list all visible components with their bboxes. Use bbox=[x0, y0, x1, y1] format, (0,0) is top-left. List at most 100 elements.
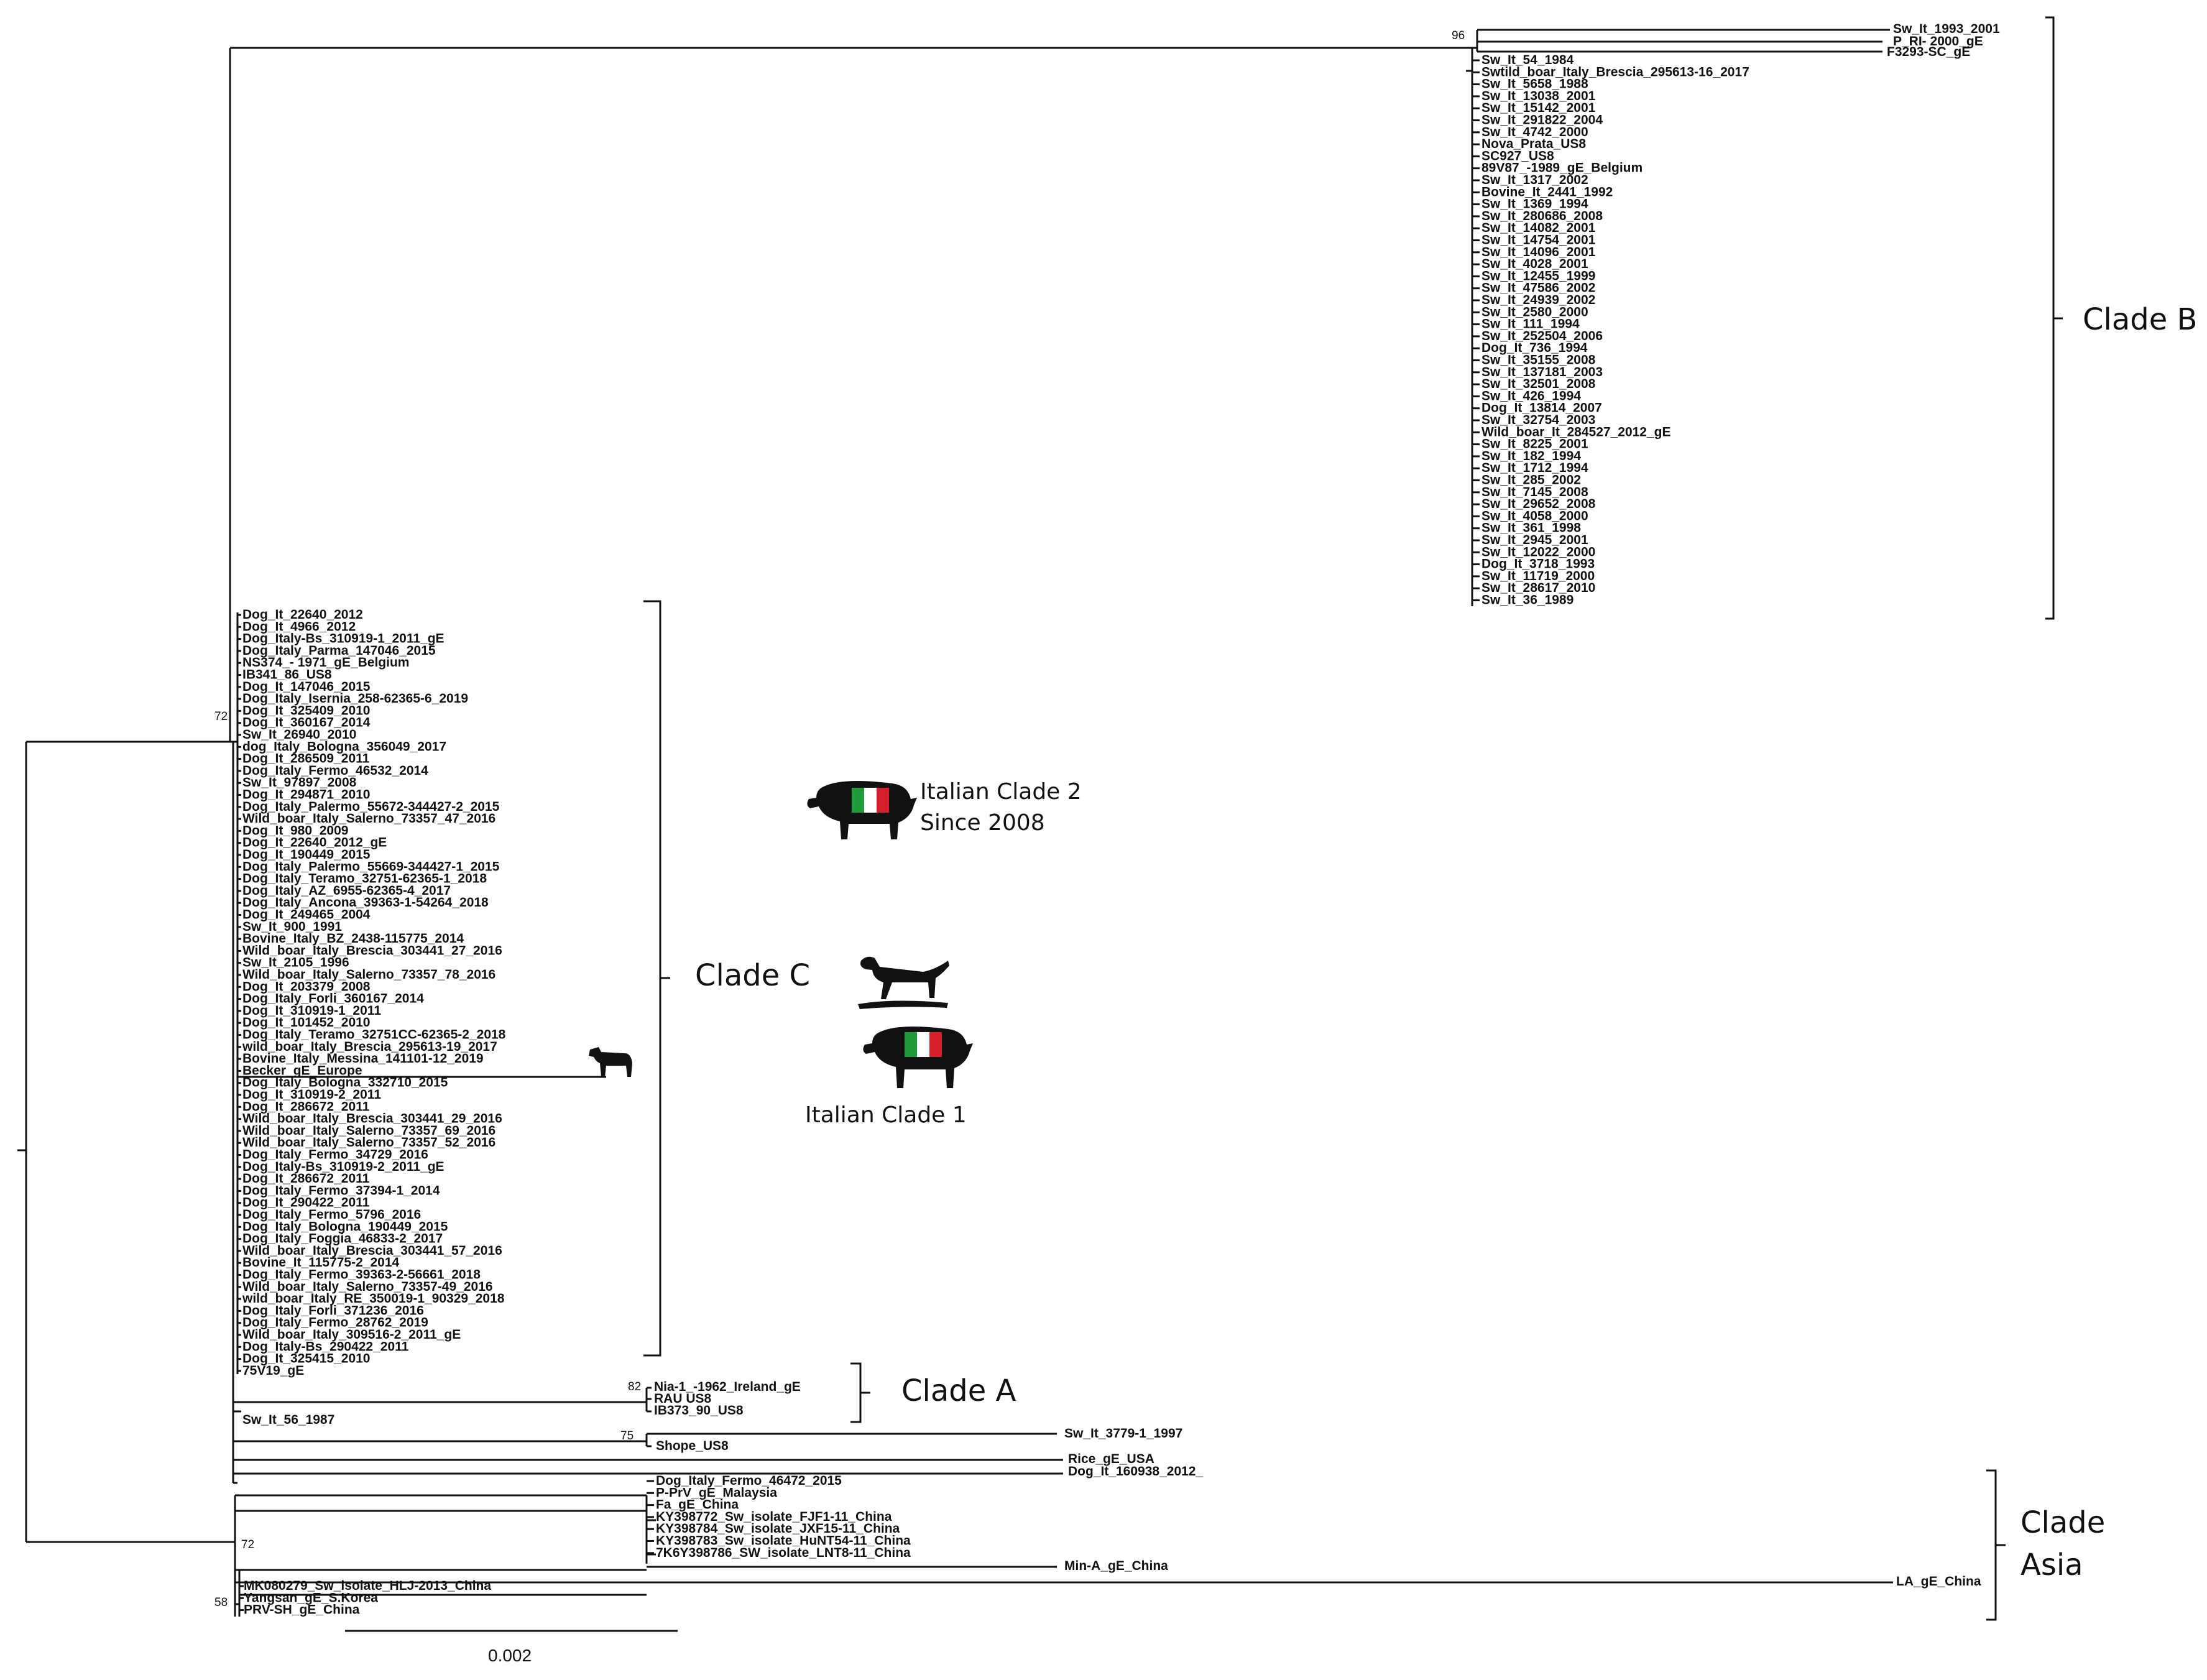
leaf-label: wild_boar_Italy_Brescia_295613-19_2017 bbox=[242, 1040, 497, 1054]
leaf-label: MK080279_Sw_isolate_HLJ-2013_China bbox=[244, 1579, 491, 1593]
leaf-label: Sw_It_7145_2008 bbox=[1481, 485, 1588, 499]
leaf-label: Sw_It_35155_2008 bbox=[1481, 353, 1596, 367]
leaf-label: Sw_It_1369_1994 bbox=[1481, 197, 1588, 211]
leaf-label: Dog_Italy_Forli_360167_2014 bbox=[242, 992, 424, 1006]
leaf-label: Sw_It_111_1994 bbox=[1481, 317, 1580, 331]
leaf-label: Dog_It_310919-2_2011 bbox=[242, 1087, 381, 1102]
leaf-label: 89V87_-1989_gE_Belgium bbox=[1481, 161, 1643, 175]
leaf-label: Dog_It_286672_2011 bbox=[242, 1171, 370, 1186]
leaf-label: LA_gE_China bbox=[1896, 1574, 1981, 1589]
leaf-label: Sw_It_26940_2010 bbox=[242, 727, 356, 742]
leaf-label: Sw_It_4028_2001 bbox=[1481, 257, 1588, 271]
leaf-label: Sw_It_280686_2008 bbox=[1481, 209, 1603, 223]
leaf-label: 7K6Y398786_SW_isolate_LNT8-11_China bbox=[656, 1546, 911, 1560]
leaf-label: Sw_It_5658_1988 bbox=[1481, 77, 1588, 91]
clade-a-label: Clade A bbox=[901, 1373, 1016, 1408]
leaf-label: Dog_It_290422_2011 bbox=[242, 1196, 370, 1210]
italian-flag-icon bbox=[905, 1032, 942, 1057]
leaf-label: Dog_It_160938_2012_ bbox=[1068, 1464, 1203, 1479]
pig-silhouette-icon bbox=[807, 781, 917, 839]
leaf-label: F3293-SC_gE bbox=[1887, 45, 1970, 59]
leaf-label: Sw_It_2105_1996 bbox=[242, 956, 349, 970]
leaf-label: Dog_It_286509_2011 bbox=[242, 752, 370, 766]
italian-clade-2-since: Since 2008 bbox=[920, 810, 1045, 836]
bootstrap-top: 96 bbox=[1452, 29, 1465, 42]
leaf-label: Sw_It_14096_2001 bbox=[1481, 245, 1596, 259]
leaf-label: Sw_It_2580_2000 bbox=[1481, 305, 1588, 319]
leaf-label: wild_boar_Italy_RE_350019-1_90329_2018 bbox=[242, 1291, 505, 1306]
leaf-label: Sw_It_15142_2001 bbox=[1481, 101, 1596, 115]
clade-c-label: Clade C bbox=[695, 958, 810, 993]
leaf-label: Sw_It_426_1994 bbox=[1481, 389, 1581, 403]
leaf-label: Sw_It_54_1984 bbox=[1481, 53, 1574, 67]
leaf-label: Sw_It_4058_2000 bbox=[1481, 509, 1588, 523]
leaf-label: Dog_Italy_Fermo_34729_2016 bbox=[242, 1148, 428, 1162]
leaf-label: Sw_It_1993_2001 bbox=[1893, 22, 2000, 36]
leaf-label: Dog_It_3718_1993 bbox=[1481, 557, 1595, 571]
leaf-label: Wild_boar_Italy_309516-2_2011_gE bbox=[242, 1327, 461, 1342]
leaf-label: Dog_It_22640_2012 bbox=[242, 607, 363, 622]
cow-silhouette-icon bbox=[589, 1047, 632, 1077]
leaf-label: Sw_It_3779-1_1997 bbox=[1064, 1426, 1182, 1441]
leaf-label: NS374_- 1971_gE_Belgium bbox=[242, 655, 409, 670]
leaf-label: Sw_It_137181_2003 bbox=[1481, 365, 1603, 379]
leaf-label: Dog_It_294871_2010 bbox=[242, 788, 370, 802]
leaf-label: Wild_boar_Italy_Salerno_73357_47_2016 bbox=[242, 811, 495, 826]
leaf-label: Dog_Italy_Teramo_32751-62365-1_2018 bbox=[242, 872, 487, 886]
leaf-label: Sw_It_11719_2000 bbox=[1481, 569, 1595, 583]
leaf-label: Sw_It_8225_2001 bbox=[1481, 437, 1588, 451]
leaf-label: Becker_gE_Europe bbox=[242, 1063, 362, 1078]
leaf-label: Dog_Italy_Fermo_37394-1_2014 bbox=[242, 1183, 440, 1198]
leaf-label: Dog_It_736_1994 bbox=[1481, 341, 1588, 355]
leaf-label: Dog_Italy_Forli_371236_2016 bbox=[242, 1303, 424, 1318]
leaf-label: Sw_It_32501_2008 bbox=[1481, 377, 1596, 391]
leaf-label: Dog_It_190449_2015 bbox=[242, 847, 371, 862]
leaf-label: Dog_It_360167_2014 bbox=[242, 716, 371, 730]
leaf-label: Yangsan_gE_S.Korea bbox=[244, 1590, 378, 1605]
leaf-label: Dog_It_101452_2010 bbox=[242, 1015, 370, 1030]
leaf-label: Dog_Italy_Fermo_28762_2019 bbox=[242, 1316, 428, 1330]
leaf-label: Sw_It_361_1998 bbox=[1481, 521, 1581, 535]
leaf-label: Dog_It_4966_2012 bbox=[242, 619, 356, 634]
leaf-label: Dog_Italy_Fermo_46532_2014 bbox=[242, 764, 428, 778]
leaf-label: Bovine_Italy_Messina_141101-12_2019 bbox=[242, 1051, 484, 1066]
leaf-label: Wild_boar_Italy_Brescia_303441_57_2016 bbox=[242, 1244, 502, 1258]
leaf-label: Dog_It_325415_2010 bbox=[242, 1352, 370, 1366]
leaf-label: KY398772_Sw_isolate_FJF1-11_China bbox=[656, 1510, 892, 1524]
leaf-label: Dog_Italy_Fermo_5796_2016 bbox=[242, 1207, 421, 1222]
leaf-label: Dog_Italy_Isernia_258-62365-6_2019 bbox=[242, 691, 468, 706]
italian-clade-2-label: Italian Clade 2 bbox=[920, 779, 1082, 805]
leaf-label: Sw_It_1712_1994 bbox=[1481, 461, 1588, 475]
leaf-label: Sw_It_291822_2004 bbox=[1481, 113, 1603, 127]
leaf-label: Dog_It_147046_2015 bbox=[242, 680, 371, 694]
clade-b-label: Clade B bbox=[2083, 302, 2197, 337]
tree-branches bbox=[17, 29, 1893, 1617]
leaf-label: Dog_It_203379_2008 bbox=[242, 979, 371, 994]
clade-asia-label-line2: Asia bbox=[2020, 1548, 2083, 1582]
leaf-label: Dog_Italy-Bs_310919-2_2011_gE bbox=[242, 1160, 445, 1174]
clade-asia-label-line1: Clade bbox=[2020, 1505, 2105, 1540]
leaf-label: Sw_It_14082_2001 bbox=[1481, 221, 1596, 235]
leaf-label: PRV-SH_gE_China bbox=[244, 1603, 360, 1617]
leaf-label: Dog_Italy-Bs_290422_2011 bbox=[242, 1339, 409, 1354]
leaf-label: Sw_It_12455_1999 bbox=[1481, 269, 1595, 283]
leaf-label: Dog_Italy_Fermo_39363-2-56661_2018 bbox=[242, 1268, 481, 1282]
leaf-label: Sw_It_13038_2001 bbox=[1481, 89, 1596, 103]
leaf-label: Sw_It_97897_2008 bbox=[242, 775, 357, 790]
leaf-label: Nova_Prata_US8 bbox=[1481, 137, 1586, 151]
leaf-label: Fa_gE_China bbox=[656, 1498, 739, 1512]
leaf-label: Nia-1_-1962_Ireland_gE bbox=[654, 1380, 801, 1394]
leaf-label: Dog_Italy_Ancona_39363-1-54264_2018 bbox=[242, 895, 489, 910]
leaf-label: Dog_It_13814_2007 bbox=[1481, 401, 1602, 415]
leaf-label: Dog_Italy_Bologna_190449_2015 bbox=[242, 1219, 448, 1234]
leaf-label: Sw_It_252504_2006 bbox=[1481, 329, 1603, 343]
leaf-label: Wild_boar_Italy_Salerno_73357_52_2016 bbox=[242, 1135, 495, 1150]
leaf-label: Dog_It_22640_2012_gE bbox=[242, 836, 387, 850]
leaf-label: Sw_It_285_2002 bbox=[1481, 473, 1581, 487]
italian-clade-1-label: Italian Clade 1 bbox=[805, 1102, 967, 1128]
leaf-label: Sw_It_28617_2010 bbox=[1481, 581, 1595, 595]
leaf-label: Wild_boar_Italy_Salerno_73357_78_2016 bbox=[242, 967, 495, 982]
leaf-label: P_RI- 2000_gE bbox=[1893, 34, 1983, 48]
leaf-label: Wild_boar_Italy_Salerno_73357-49_2016 bbox=[242, 1280, 493, 1294]
